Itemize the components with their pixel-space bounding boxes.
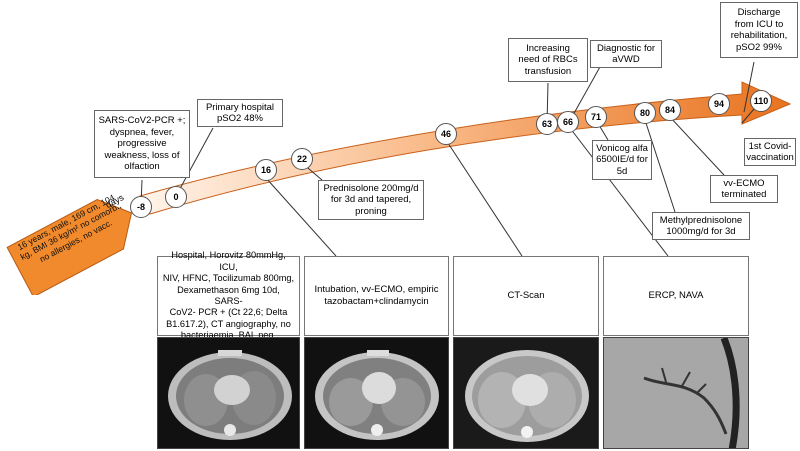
event-vaccination: 1st Covid- vaccination	[744, 138, 796, 166]
day-marker-label: 94	[713, 99, 724, 109]
panel-intubation: Intubation, vv-ECMO, empiric tazobactam+…	[304, 256, 449, 336]
event-ecmo-terminated: vv-ECMO terminated	[710, 175, 778, 203]
event-discharge: Discharge from ICU to rehabilitation, pS…	[720, 2, 798, 58]
day-marker-label: 71	[590, 112, 601, 122]
day-marker-circle: 22	[291, 148, 313, 170]
day-marker-label: 80	[639, 108, 650, 118]
ct-image-2	[304, 337, 449, 449]
event-vonicog-alfa: Vonicog alfa 6500IE/d for 5d	[592, 140, 652, 180]
event-avwd-diagnostic: Diagnostic for aVWD	[590, 40, 662, 68]
day-marker-circle: 71	[585, 106, 607, 128]
ct-image-1	[157, 337, 300, 449]
day-marker-circle: 80	[634, 102, 656, 124]
panel-hospital: Hospital, Horovitz 80mmHg, ICU, NIV, HFN…	[157, 250, 300, 340]
day-marker-circle: 66	[557, 111, 579, 133]
event-rbc-transfusion: Increasing need of RBCs transfusion	[508, 38, 588, 82]
event-primary-hospital: Primary hospital pSO2 48%	[197, 99, 283, 127]
day-marker-circle: 84	[659, 99, 681, 121]
day-marker-circle: 46	[435, 123, 457, 145]
day-marker-label: 66	[562, 117, 573, 127]
day-marker-label: 110	[753, 96, 769, 106]
day-marker-circle: 63	[536, 113, 558, 135]
day-marker-label: 46	[440, 129, 451, 139]
day-marker-label: -8	[136, 202, 145, 212]
timeline-arrow-body	[139, 81, 792, 215]
day-marker-label: 63	[541, 119, 552, 129]
day-marker-label: 0	[173, 192, 179, 202]
day-marker-circle: 94	[708, 93, 730, 115]
ct-image-3	[453, 337, 599, 449]
panel-ercp: ERCP, NAVA	[603, 256, 749, 336]
event-prednisolone: Prednisolone 200mg/d for 3d and tapered,…	[318, 180, 424, 220]
day-marker-circle: 0	[165, 186, 187, 208]
day-marker-label: 16	[260, 165, 271, 175]
day-marker-circle: -8	[130, 196, 152, 218]
fluoroscopy-image	[603, 337, 749, 449]
day-marker-label: 22	[296, 154, 307, 164]
day-marker-circle: 110	[750, 90, 772, 112]
day-marker-label: 84	[664, 105, 675, 115]
event-methylprednisolone: Methylprednisolone 1000mg/d for 3d	[652, 212, 750, 240]
panel-ctscan: CT-Scan	[453, 256, 599, 336]
event-pcr-positive: SARS-CoV2-PCR +; dyspnea, fever, progres…	[94, 110, 190, 178]
patient-tag	[6, 198, 133, 295]
day-marker-circle: 16	[255, 159, 277, 181]
